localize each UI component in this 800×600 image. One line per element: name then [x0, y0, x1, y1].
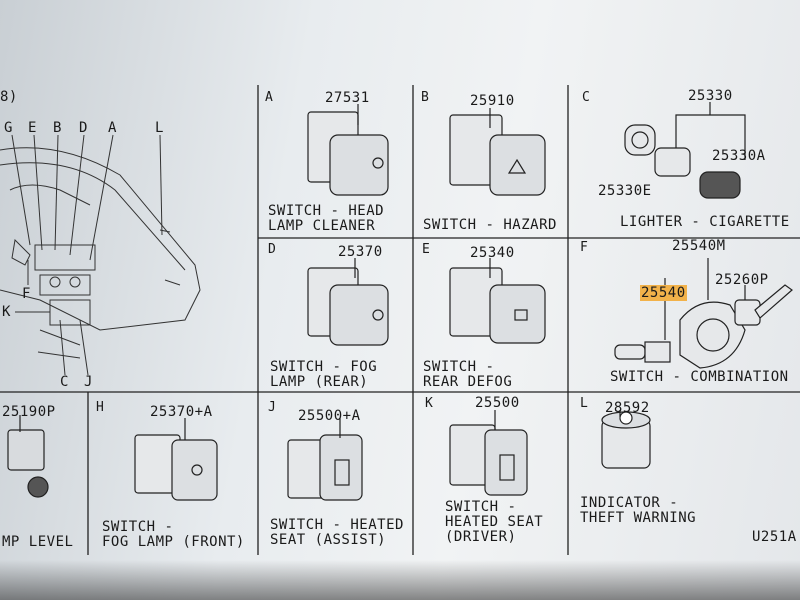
dashboard-illustration: [0, 134, 201, 376]
panel-k-part-number: 25500: [475, 395, 520, 411]
panel-c-part-number-a: 25330A: [712, 148, 766, 164]
panel-f-part-number-p: 25260P: [715, 272, 769, 288]
overview-fragment-label: 8): [0, 89, 18, 105]
panel-f-letter: F: [580, 240, 588, 255]
callout-j: J: [84, 374, 93, 390]
monitor-bezel-shadow: [0, 560, 800, 600]
part-28592-drawing: [601, 410, 651, 469]
panel-c-part-number: 25330: [688, 88, 733, 104]
panel-b-letter: B: [421, 90, 429, 105]
callout-g: G: [4, 120, 13, 136]
panel-f-part-number-highlighted: 25540: [640, 285, 687, 301]
panel-j-letter: J: [268, 400, 276, 415]
callout-f: F: [22, 286, 31, 302]
panel-d-caption: SWITCH - FOG LAMP (REAR): [270, 359, 378, 390]
part-25500-drawing: [449, 410, 528, 496]
panel-j-caption: SWITCH - HEATED SEAT (ASSIST): [270, 517, 404, 548]
panel-e-letter: E: [422, 242, 430, 257]
callout-e: E: [28, 120, 37, 136]
panel-h-letter: H: [96, 400, 104, 415]
panel-f-part-number: 25540M: [672, 238, 726, 254]
panel-b-caption: SWITCH - HAZARD: [423, 217, 557, 233]
part-25340-drawing: [449, 258, 546, 344]
callout-c: C: [60, 374, 69, 390]
panel-e-part-number: 25340: [470, 245, 515, 261]
part-25190p-drawing: [7, 415, 49, 498]
panel-k-caption: SWITCH - HEATED SEAT (DRIVER): [445, 499, 544, 545]
panel-g-part-number: 25190P: [2, 404, 56, 420]
part-25330-drawing: [624, 102, 746, 199]
panel-j-part-number: 25500+A: [298, 408, 361, 424]
panel-b-part-number: 25910: [470, 93, 515, 109]
panel-l-letter: L: [580, 396, 588, 411]
panel-a-caption: SWITCH - HEAD LAMP CLEANER: [268, 203, 385, 234]
part-25370a-drawing: [134, 418, 218, 501]
panel-c-part-number-e: 25330E: [598, 183, 652, 199]
panel-f-caption: SWITCH - COMBINATION: [610, 369, 789, 385]
panel-l-part-number: 28592: [605, 400, 650, 416]
callout-a: A: [108, 120, 117, 136]
panel-k-letter: K: [425, 396, 433, 411]
panel-e-caption: SWITCH - REAR DEFOG: [423, 359, 513, 390]
page-code: U251A: [752, 529, 797, 545]
part-25540-drawing: [614, 258, 793, 369]
panel-d-letter: D: [268, 242, 276, 257]
panel-h-caption: SWITCH - FOG LAMP (FRONT): [102, 519, 245, 550]
panel-a-letter: A: [265, 90, 273, 105]
callout-b: B: [53, 120, 62, 136]
panel-c-caption: LIGHTER - CIGARETTE: [620, 214, 790, 230]
part-25910-drawing: [449, 108, 546, 196]
callout-d: D: [79, 120, 88, 136]
panel-h-part-number: 25370+A: [150, 404, 213, 420]
part-27531-drawing: [307, 104, 389, 196]
panel-l-caption: INDICATOR - THEFT WARNING: [580, 495, 697, 526]
part-25500a-drawing: [287, 418, 363, 501]
panel-d-part-number: 25370: [338, 244, 383, 260]
panel-a-part-number: 27531: [325, 90, 370, 106]
panel-c-letter: C: [582, 90, 590, 105]
panel-g-caption: MP LEVEL: [2, 534, 74, 550]
callout-k: K: [2, 304, 11, 320]
callout-l: L: [155, 120, 164, 136]
part-25370-drawing: [307, 258, 389, 346]
